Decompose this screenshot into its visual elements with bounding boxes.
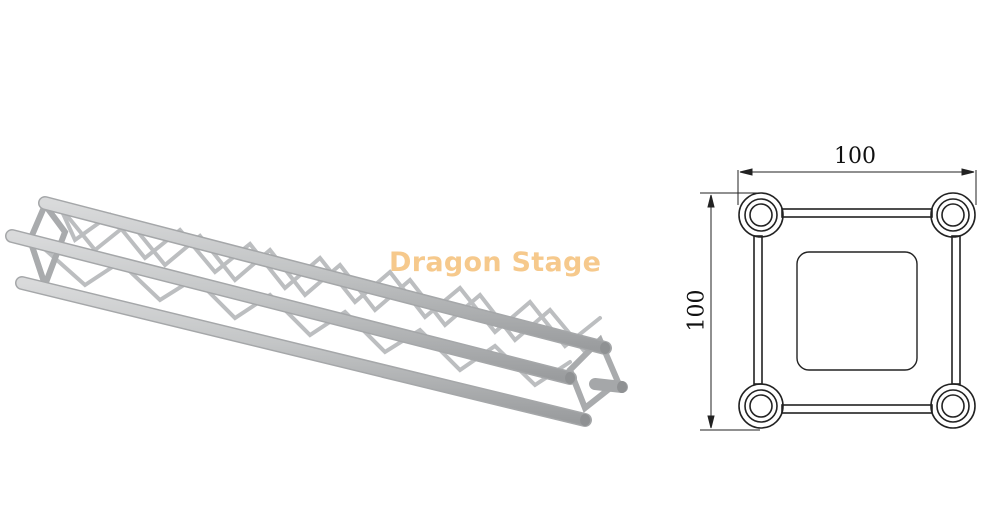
height-dimension-label: 100 — [684, 289, 710, 332]
truss-cross-section — [700, 168, 977, 431]
width-dimension-label: 100 — [834, 144, 876, 169]
watermark-text: Dragon Stage — [389, 247, 602, 278]
truss-isometric — [5, 196, 628, 427]
